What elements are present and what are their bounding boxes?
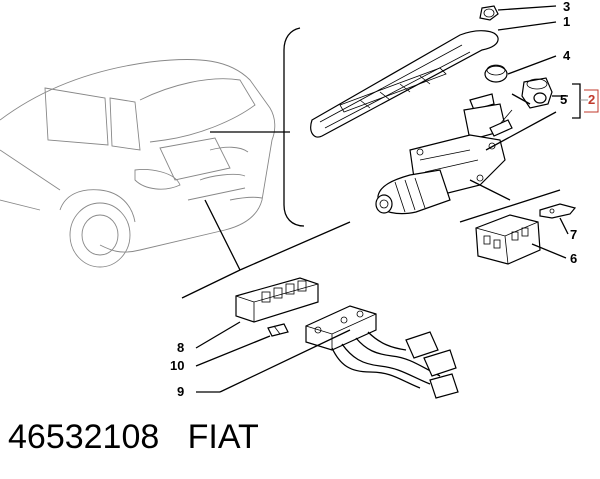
- leader-3: [497, 5, 557, 11]
- wiring-harness: [196, 305, 459, 399]
- seal-bush: [521, 77, 553, 109]
- leader-motor-connector: [459, 189, 561, 223]
- callout-5: 5: [560, 92, 567, 107]
- leader-car-plate: [204, 199, 241, 271]
- wiper-arm: [310, 30, 499, 138]
- callout-8: 8: [177, 340, 184, 355]
- screw: [195, 323, 289, 367]
- leader-motor-down: [469, 179, 511, 201]
- callout-4: 4: [563, 48, 571, 63]
- callout-2-box: [584, 89, 599, 113]
- clip: [539, 203, 577, 235]
- connector: [475, 214, 567, 265]
- leader-motor: [485, 111, 557, 151]
- car-outline: [0, 58, 276, 268]
- leader-4: [507, 55, 557, 75]
- brand-name: FIAT: [187, 418, 259, 456]
- nut: [479, 5, 499, 21]
- bracket-2: [572, 83, 581, 119]
- part-number: 46532108: [8, 418, 160, 456]
- callout-2: 2: [588, 92, 595, 107]
- callout-1: 1: [563, 14, 570, 29]
- group-bracket: [283, 27, 305, 227]
- part-caption: 46532108 FIAT: [8, 418, 259, 457]
- leader-plate-extension: [239, 221, 351, 271]
- leader-1: [497, 21, 557, 31]
- cap: [484, 64, 508, 83]
- plate-light: [195, 277, 319, 349]
- leader-motor-shaft: [511, 93, 531, 105]
- callout-7: 7: [570, 227, 577, 242]
- wiper-motor: [375, 93, 513, 215]
- callout-10: 10: [170, 358, 184, 373]
- callout-6: 6: [570, 251, 577, 266]
- leader-plate-to-light: [181, 269, 241, 299]
- callout-9: 9: [177, 384, 184, 399]
- callout-3: 3: [563, 0, 570, 14]
